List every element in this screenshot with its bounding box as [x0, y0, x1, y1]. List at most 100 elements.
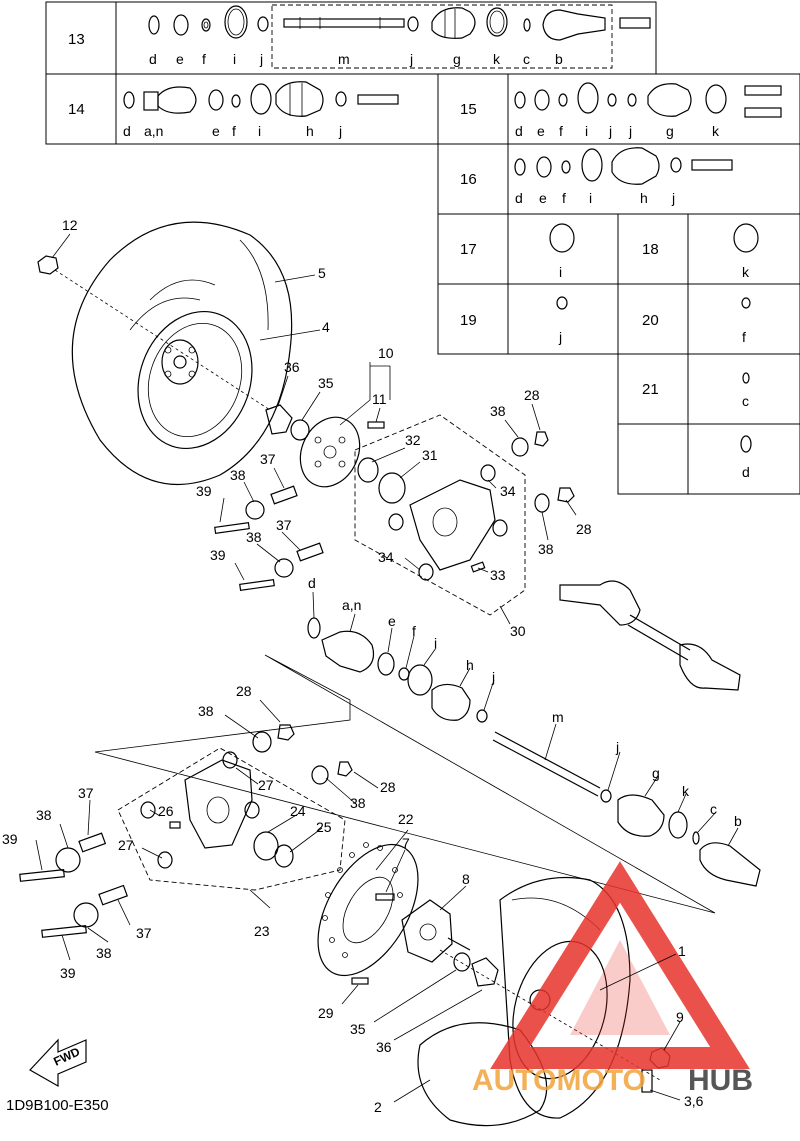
svg-text:f: f [562, 190, 566, 206]
svg-text:AUTOMOTO: AUTOMOTO [472, 1064, 646, 1097]
kit-19-clip [556, 296, 568, 310]
svg-text:c: c [523, 51, 530, 67]
kit-20-clip [741, 297, 751, 309]
callout-37d: 37 [136, 925, 152, 941]
svg-text:d: d [742, 464, 750, 480]
svg-text:f: f [742, 329, 746, 345]
callout-38h: 38 [96, 945, 112, 961]
svg-text:d: d [123, 123, 131, 139]
callout-28a: 28 [524, 387, 540, 403]
callout-12: 12 [62, 217, 78, 233]
svg-text:d: d [515, 123, 523, 139]
fwd-arrow-icon: FWD [29, 1038, 87, 1088]
callout-34b: 34 [378, 549, 394, 565]
svg-text:j: j [338, 123, 342, 139]
callout-39b: 39 [210, 547, 226, 563]
kit-number-15: 15 [460, 101, 477, 118]
callout-25: 25 [316, 819, 332, 835]
kit-number-13: 13 [68, 31, 85, 48]
callout-28b: 28 [576, 521, 592, 537]
callout-39c: 39 [2, 831, 18, 847]
callout-28c: 28 [236, 683, 252, 699]
front-drive-shaft [559, 580, 741, 691]
callout-2: 2 [374, 1099, 382, 1115]
svg-text:HUB: HUB [688, 1064, 753, 1097]
kit-15-parts [514, 82, 782, 118]
lower-knuckle-assembly [117, 724, 353, 891]
callout-c: c [710, 801, 717, 817]
callout-j: j [491, 669, 495, 685]
callout-4: 4 [322, 319, 330, 335]
callout-e: e [388, 613, 396, 629]
callout-j2: j [615, 739, 619, 755]
svg-text:f: f [559, 123, 563, 139]
front-wheel-assembly [37, 221, 293, 486]
kit-13-parts [148, 5, 651, 41]
svg-text:i: i [233, 51, 236, 67]
callout-37a: 37 [260, 451, 276, 467]
svg-text:f: f [232, 123, 236, 139]
callout-d: d [308, 575, 316, 591]
kit-14-parts [123, 81, 399, 117]
svg-text:k: k [493, 51, 501, 67]
callout-37b: 37 [276, 517, 292, 533]
callout-h: h [466, 657, 474, 673]
callout-7: 7 [402, 835, 410, 851]
svg-text:j: j [628, 123, 632, 139]
kit-18-clamp [733, 223, 759, 253]
callout-27a: 27 [258, 777, 274, 793]
kit-17-clamp [549, 223, 575, 253]
svg-text:j: j [608, 123, 612, 139]
svg-text:i: i [258, 123, 261, 139]
callout-3-6: 3,6 [684, 1093, 704, 1109]
callout-38a: 38 [490, 403, 506, 419]
callout-b: b [734, 813, 742, 829]
callout-36a: 36 [284, 359, 300, 375]
brake-disc-and-hub [317, 842, 499, 987]
svg-text:e: e [537, 123, 545, 139]
svg-text:c: c [742, 393, 749, 409]
kit-number-19: 19 [460, 312, 477, 329]
upper-bolt-set [214, 485, 324, 592]
kit-number-21: 21 [642, 381, 659, 398]
callout-39d: 39 [60, 965, 76, 981]
svg-text:j: j [409, 51, 413, 67]
callout-35b: 35 [350, 1021, 366, 1037]
callout-26: 26 [158, 803, 174, 819]
callout-5: 5 [318, 265, 326, 281]
callout-28d: 28 [380, 779, 396, 795]
kit-number-20: 20 [642, 312, 659, 329]
callout-k: k [682, 783, 690, 799]
callout-38b: 38 [230, 467, 246, 483]
kit-number-14: 14 [68, 101, 85, 118]
svg-text:d: d [515, 190, 523, 206]
callout-9: 9 [676, 1009, 684, 1025]
callout-m: m [552, 709, 564, 725]
svg-text:i: i [585, 123, 588, 139]
diagram-code: 1D9B100-E350 [6, 1097, 109, 1114]
svg-text:i: i [559, 264, 562, 280]
svg-text:b: b [555, 51, 563, 67]
callout-an: a,n [342, 597, 361, 613]
lower-bolt-set [19, 832, 128, 938]
callout-38d: 38 [538, 541, 554, 557]
kit-15-letters: d e f i j j g k [515, 123, 720, 139]
callout-11: 11 [372, 391, 387, 407]
callout-30: 30 [510, 623, 526, 639]
kit-16-letters: d e f i h j [515, 190, 675, 206]
svg-text:e: e [539, 190, 547, 206]
callout-8: 8 [462, 871, 470, 887]
upper-knuckle-assembly [354, 414, 575, 616]
callout-24: 24 [290, 803, 306, 819]
kit-number-16: 16 [460, 171, 477, 188]
svg-text:j: j [671, 190, 675, 206]
callout-35a: 35 [318, 375, 334, 391]
callout-33: 33 [490, 567, 506, 583]
svg-text:h: h [640, 190, 648, 206]
callout-f: f [412, 623, 416, 639]
svg-text:m: m [338, 51, 350, 67]
upper-hub-parts [265, 404, 385, 488]
callout-27b: 27 [118, 837, 134, 853]
callout-39a: 39 [196, 483, 212, 499]
callout-31: 31 [422, 447, 438, 463]
